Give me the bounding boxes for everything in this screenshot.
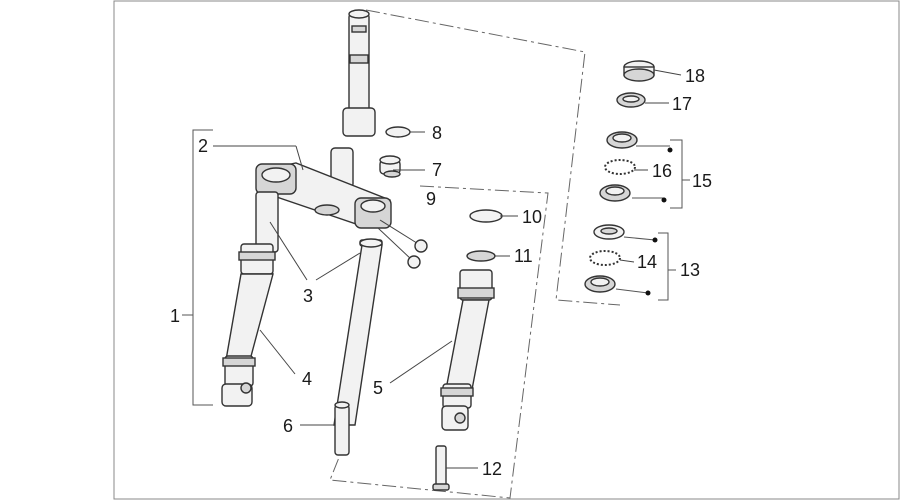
callout-4: 4 — [302, 369, 312, 389]
diagram-frame — [113, 0, 900, 500]
fork-inner-tube — [333, 238, 383, 426]
callout-10: 10 — [522, 207, 542, 227]
callout-11: 11 — [514, 246, 533, 266]
callout-7: 7 — [432, 160, 442, 180]
bottom-bolt — [432, 445, 450, 491]
lower-ball-cage — [589, 250, 621, 266]
assembly-outline-steering — [365, 9, 621, 306]
upper-bearing-race — [599, 184, 631, 202]
callout-13: 13 — [680, 260, 700, 280]
right-fork-leg — [440, 209, 503, 431]
leader-3b — [315, 252, 361, 281]
callout-1: 1 — [170, 306, 180, 326]
dust-cap — [385, 126, 411, 138]
callout-18: 18 — [685, 66, 705, 86]
group-bracket-13 — [615, 232, 676, 301]
group-bracket-1 — [192, 129, 213, 406]
leader-2b — [295, 145, 304, 171]
callout-5: 5 — [373, 378, 383, 398]
callout-2: 2 — [198, 136, 208, 156]
leader-4 — [259, 329, 296, 375]
upper-ball-cage — [604, 159, 636, 175]
group-bracket-15 — [632, 139, 690, 209]
lower-bearing-race — [584, 275, 616, 293]
callout-12: 12 — [482, 459, 502, 479]
top-cap — [379, 155, 401, 178]
headset-locknut — [623, 60, 655, 82]
callout-16: 16 — [652, 161, 672, 181]
leader-5 — [389, 340, 453, 384]
headset-ring-17 — [616, 92, 646, 108]
fork-yoke — [255, 147, 392, 229]
leader-18 — [653, 69, 682, 76]
callout-9: 9 — [426, 189, 436, 209]
upper-bearing-cup — [606, 131, 638, 149]
assembly-outline-right-leg — [329, 185, 549, 499]
steering-stem-tube — [342, 9, 376, 137]
clamp-bolts — [377, 219, 428, 269]
callout-6: 6 — [283, 416, 293, 436]
callout-3: 3 — [303, 286, 313, 306]
callout-17: 17 — [672, 94, 692, 114]
callout-15: 15 — [692, 171, 712, 191]
leader-14 — [619, 259, 635, 263]
left-fork-leg — [221, 191, 279, 407]
callout-14: 14 — [637, 252, 657, 272]
callout-8: 8 — [432, 123, 442, 143]
damper-rod — [334, 401, 350, 456]
lower-bearing-cup — [593, 224, 625, 240]
leader-3a — [269, 221, 308, 281]
